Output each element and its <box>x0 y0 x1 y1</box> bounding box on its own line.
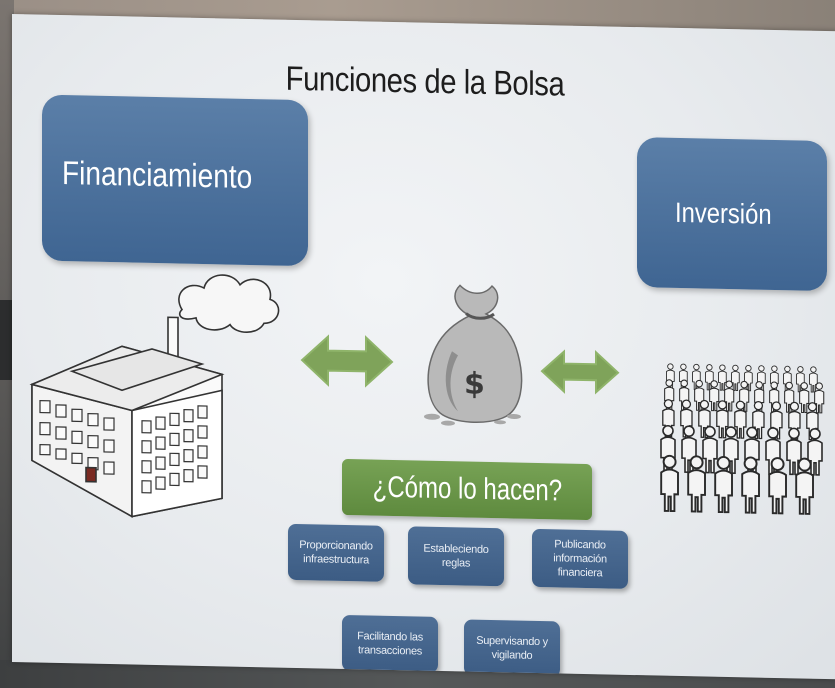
person-figure <box>702 425 718 474</box>
crowd-icon <box>660 363 825 515</box>
person-figure <box>807 428 823 476</box>
screen-edge-mark <box>0 300 12 380</box>
method-box-infraestructura: Proporcionando infraestructura <box>288 523 384 582</box>
person-figure <box>741 456 760 514</box>
person-figure <box>783 365 792 393</box>
slide-illustrations: $ <box>29 274 825 518</box>
como-lo-hacen-label: ¿Cómo lo hacen? <box>372 470 562 508</box>
person-figure <box>752 400 765 440</box>
person-figure <box>731 364 740 391</box>
person-figure <box>786 427 802 476</box>
money-bag-icon: $ <box>424 284 523 426</box>
person-figure <box>716 400 729 439</box>
person-figure <box>718 364 727 391</box>
person-figure <box>734 400 747 439</box>
person-figure <box>809 366 818 393</box>
svg-text:$: $ <box>464 366 485 401</box>
como-lo-hacen-box: ¿Cómo lo hacen? <box>342 458 592 521</box>
person-figure <box>687 455 706 513</box>
method-box-transacciones: Facilitando las transacciones <box>342 614 438 673</box>
person-figure <box>799 382 810 414</box>
presentation-slide: Funciones de la Bolsa Financiamiento Inv… <box>12 14 835 680</box>
person-figure <box>660 454 679 513</box>
person-figure <box>714 455 733 514</box>
person-figure <box>768 457 787 515</box>
method-box-informacion: Publicando información financiera <box>532 528 628 589</box>
method-box-reglas: Estableciendo reglas <box>408 526 504 587</box>
method-box-supervision: Supervisando y vigilando <box>464 619 560 678</box>
person-figure <box>795 457 814 515</box>
factory-icon <box>29 274 280 518</box>
double-arrow-icon <box>300 334 394 388</box>
person-figure <box>709 380 720 412</box>
double-arrow-icon <box>540 349 620 395</box>
